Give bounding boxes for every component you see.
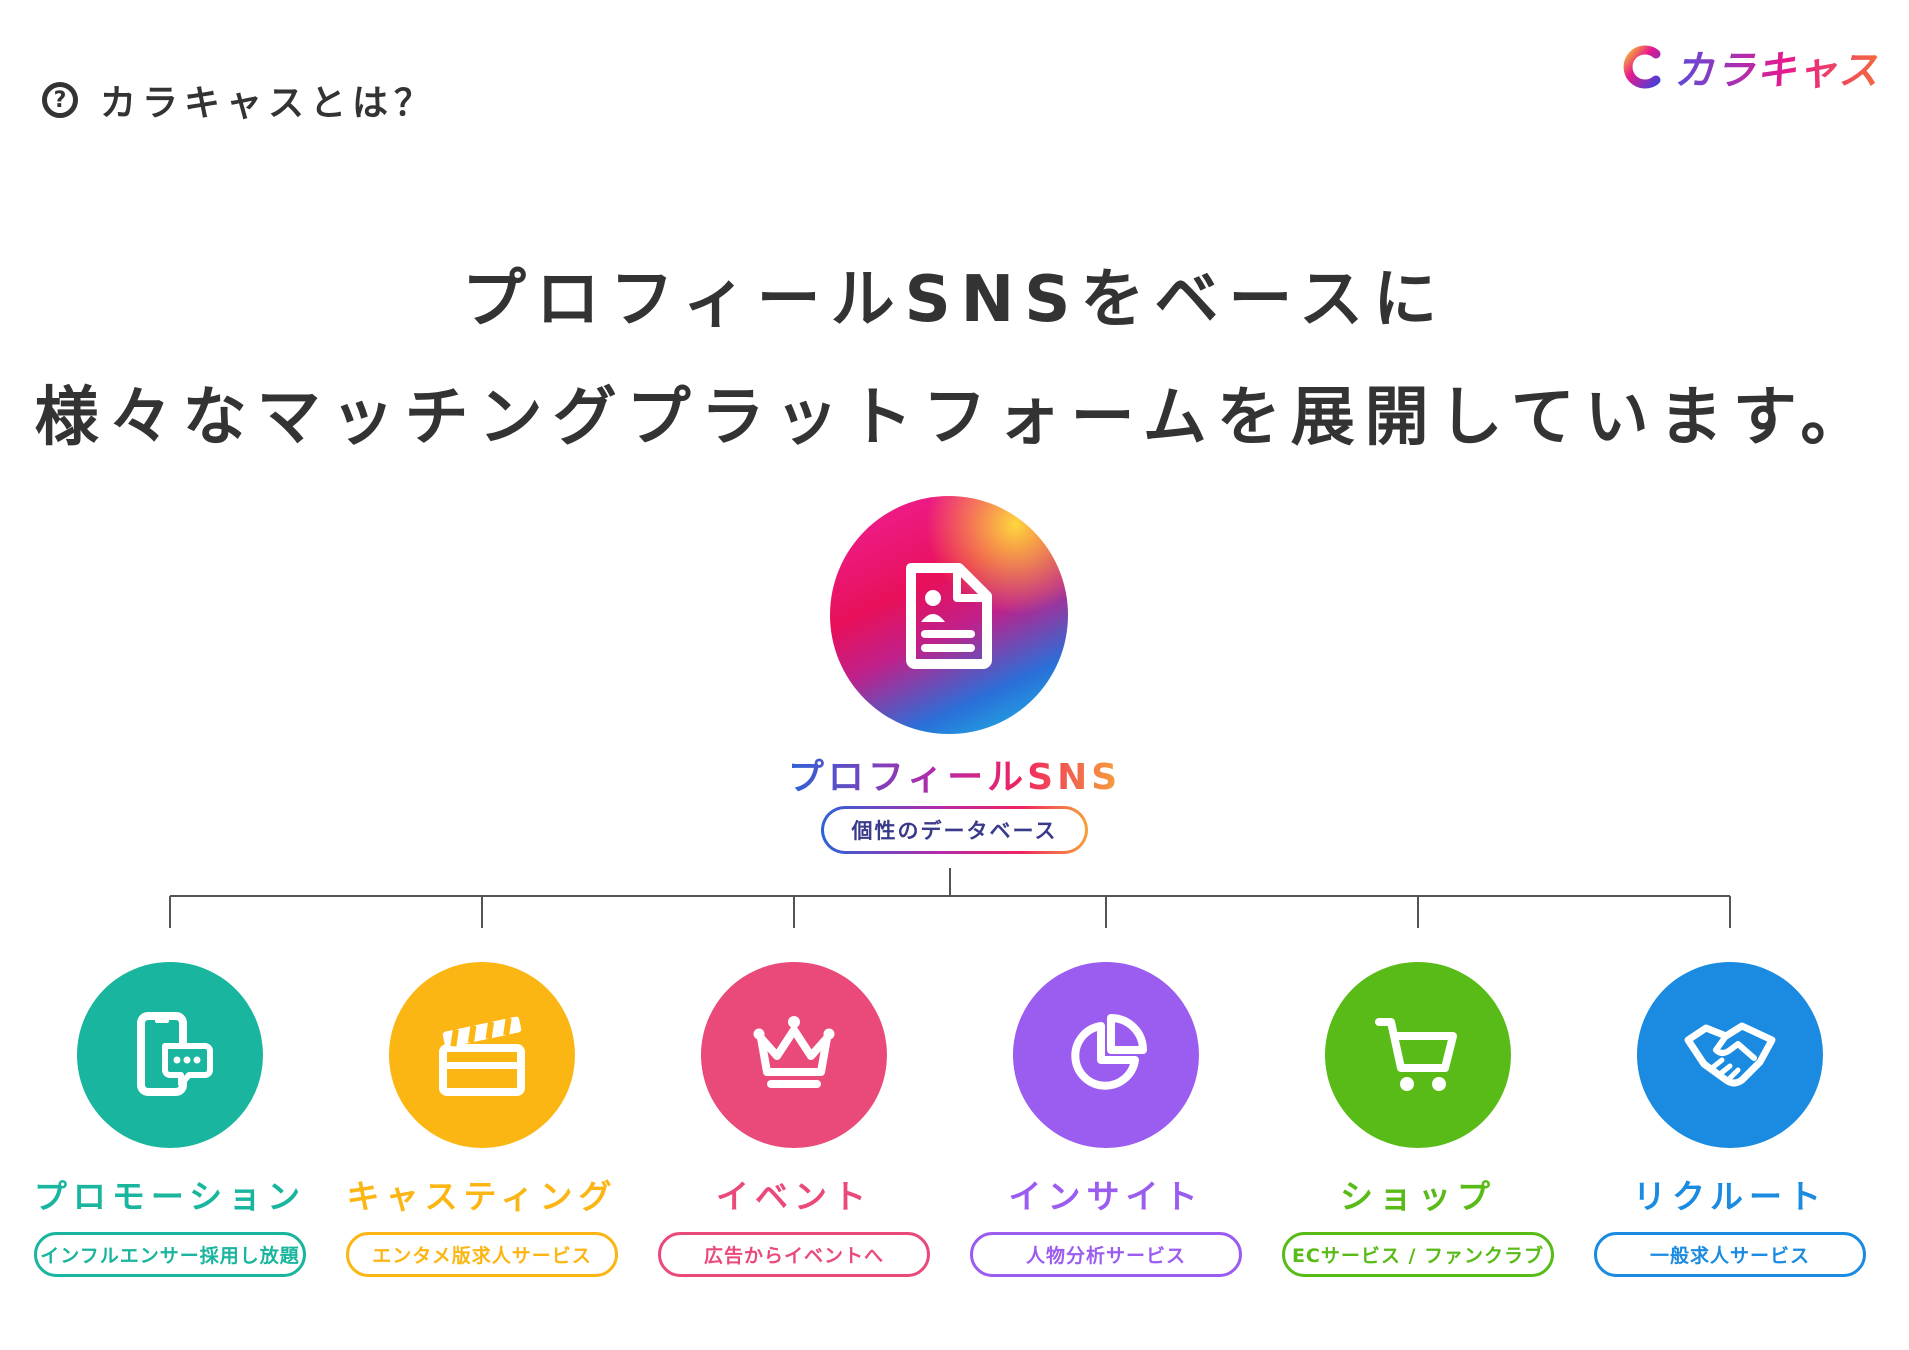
service-promotion: プロモーション インフルエンサー採用し放題 [30,962,310,1277]
service-event: イベント 広告からイベントへ [654,962,934,1277]
service-subtitle: 広告からイベントへ [658,1232,930,1277]
hub-subtitle: 個性のデータベース [823,809,1086,851]
clapperboard-icon [439,1016,525,1096]
service-circle [1013,962,1199,1148]
hub-subtitle-wrap: 個性のデータベース [0,806,1909,854]
profile-document-icon [906,563,992,669]
service-casting: キャスティング エンタメ版求人サービス [342,962,622,1277]
phone-chat-icon [137,1012,213,1096]
hub-circle [830,496,1068,734]
service-title: キャスティング [346,1177,618,1216]
service-title: プロモーション [33,1177,307,1216]
service-subtitle: ECサービス / ファンクラブ [1282,1232,1554,1277]
service-subtitle: 人物分析サービス [970,1232,1242,1277]
service-title: インサイト [1008,1177,1204,1216]
hub-node [830,496,1068,734]
service-subtitle: 一般求人サービス [1594,1232,1866,1277]
service-shop: ショップ ECサービス / ファンクラブ [1278,962,1558,1277]
service-recruit: リクルート 一般求人サービス [1590,962,1870,1277]
pie-chart-icon [1071,1014,1147,1090]
service-subtitle: インフルエンサー採用し放題 [34,1232,306,1277]
logo-text: カラキャス [1674,38,1879,96]
crown-icon [753,1016,835,1088]
service-insight: インサイト 人物分析サービス [966,962,1246,1277]
logo-c-icon [1623,45,1661,89]
service-title: ショップ [1340,1177,1496,1216]
question-icon: ? [42,82,78,118]
service-circle [701,962,887,1148]
headline-line-1: プロフィールSNSをベースに [461,263,1448,337]
headline-line-2: 様々なマッチングプラットフォームを展開しています。 [34,381,1875,455]
service-title: リクルート [1632,1177,1827,1216]
service-title: イベント [716,1177,872,1216]
shopping-cart-icon [1375,1018,1457,1091]
service-subtitle: エンタメ版求人サービス [346,1232,618,1277]
service-circle [77,962,263,1148]
service-circle [389,962,575,1148]
service-circle [1637,962,1823,1148]
handshake-icon [1684,1022,1776,1087]
hub-title: プロフィールSNS [787,757,1122,798]
section-header: ? カラキャスとは？ [42,74,436,126]
brand-logo: カラキャス [1618,38,1879,96]
service-circle [1325,962,1511,1148]
hub-subtitle-pill: 個性のデータベース [820,806,1089,854]
section-title: カラキャスとは？ [100,83,437,124]
